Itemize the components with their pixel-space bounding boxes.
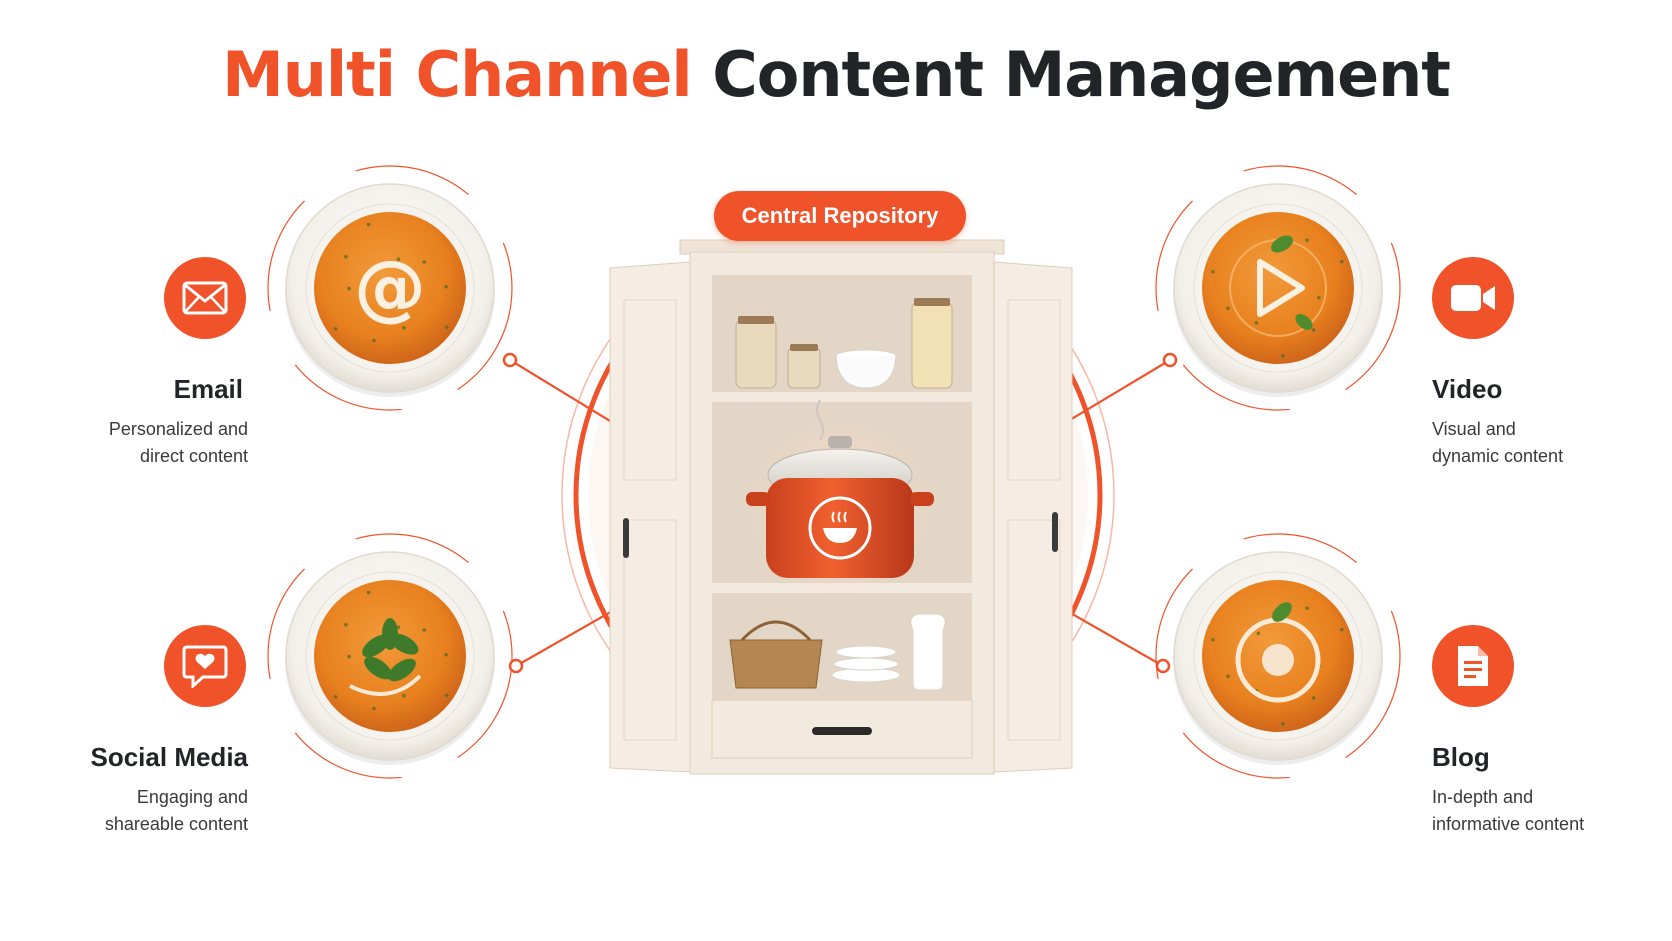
channel-video-title: Video xyxy=(1432,374,1503,404)
channel-video-desc-line2: dynamic content xyxy=(1432,446,1564,466)
channel-social-desc: Engaging and shareable content xyxy=(105,784,248,838)
channel-video-desc-line1: Visual and xyxy=(1432,419,1516,439)
pantry-cabinet xyxy=(609,239,1073,775)
soup-plate-blog xyxy=(1173,551,1383,765)
soup-plates: @ xyxy=(285,183,1383,765)
channel-social-desc-line1: Engaging and xyxy=(136,787,248,807)
channel-video-desc: Visual and dynamic content xyxy=(1432,416,1563,470)
channel-blog-desc: In-depth and informative content xyxy=(1432,784,1584,838)
channel-email-desc-line1: Personalized and xyxy=(108,419,248,439)
soup-plate-video xyxy=(1173,183,1383,397)
channel-social-title: Social Media xyxy=(90,742,249,772)
title-main: Content Management xyxy=(712,38,1451,111)
soup-plate-social xyxy=(285,551,495,765)
soup-plate-email: @ xyxy=(285,183,495,397)
central-repository-label: Central Repository xyxy=(714,191,966,241)
document-icon xyxy=(1432,625,1514,707)
channel-email-desc-line2: direct content xyxy=(139,446,248,466)
bowl-at-mark: @ xyxy=(354,245,426,329)
plate-orbits xyxy=(267,165,1401,779)
video-camera-icon xyxy=(1432,257,1514,339)
channel-social-desc-line2: shareable content xyxy=(104,814,248,834)
envelope-icon xyxy=(164,257,246,339)
chat-heart-icon xyxy=(164,625,246,707)
channel-blog-title: Blog xyxy=(1432,742,1490,772)
title-accent: Multi Channel xyxy=(222,38,693,111)
channel-email-title: Email xyxy=(173,374,243,404)
channel-blog-desc-line2: informative content xyxy=(1432,814,1585,834)
page-title: Multi Channel Content Management xyxy=(0,38,1672,111)
channel-email-desc: Personalized and direct content xyxy=(109,416,248,470)
channel-blog-desc-line1: In-depth and xyxy=(1432,787,1534,807)
